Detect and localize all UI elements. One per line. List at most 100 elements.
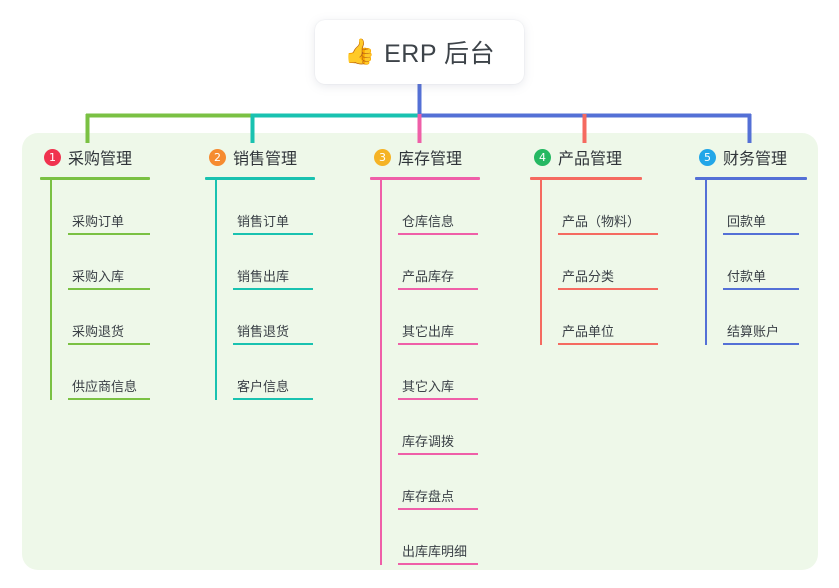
branch-header-rule — [695, 177, 807, 180]
branch-item-rule — [398, 233, 478, 235]
branch-item-rule — [68, 343, 150, 345]
branch-item[interactable]: 结算账户 — [723, 290, 807, 345]
branch-item-list: 产品（物料） 产品分类产品单位 — [530, 180, 658, 345]
branch-item-label: 仓库信息 — [402, 214, 455, 229]
branch-title: 财务管理 — [723, 151, 788, 168]
branch-item[interactable]: 销售订单 — [233, 180, 315, 235]
branch-column-3: 3 库存管理仓库信息产品库存其它出库其它入库库存调拨库存盘点出库库明细 — [370, 143, 480, 565]
branch-item-list: 仓库信息产品库存其它出库其它入库库存调拨库存盘点出库库明细 — [370, 180, 480, 565]
branch-item-rule — [68, 288, 150, 290]
branch-item-label: 产品单位 — [562, 324, 615, 339]
branch-item[interactable]: 库存盘点 — [398, 455, 480, 510]
branch-item-rule — [558, 233, 658, 235]
branch-spine — [215, 180, 217, 400]
branch-item-rule — [723, 233, 799, 235]
branch-item[interactable]: 客户信息 — [233, 345, 315, 400]
branch-item-label: 供应商信息 — [72, 379, 138, 394]
branch-item-label: 产品（物料） — [562, 214, 641, 229]
branch-spine — [50, 180, 52, 400]
branch-item-rule — [398, 288, 478, 290]
branch-header-4[interactable]: 4 产品管理 — [530, 143, 644, 171]
branch-header-2[interactable]: 2 销售管理 — [205, 143, 315, 171]
branch-item-label: 回款单 — [727, 214, 767, 229]
branch-item-rule — [233, 343, 313, 345]
branches-backdrop-panel — [22, 133, 818, 570]
branch-spine — [705, 180, 707, 345]
branch-item-rule — [233, 288, 313, 290]
branch-header-5[interactable]: 5 财务管理 — [695, 143, 807, 171]
branch-item[interactable]: 产品分类 — [558, 235, 658, 290]
branch-column-4: 4 产品管理产品（物料） 产品分类产品单位 — [530, 143, 658, 345]
branch-item[interactable]: 销售出库 — [233, 235, 315, 290]
branch-title: 库存管理 — [398, 151, 463, 168]
branch-item[interactable]: 仓库信息 — [398, 180, 480, 235]
branch-item-rule — [233, 233, 313, 235]
branch-item[interactable]: 销售退货 — [233, 290, 315, 345]
branch-item[interactable]: 采购退货 — [68, 290, 150, 345]
branch-column-1: 1 采购管理采购订单采购入库采购退货供应商信息 — [40, 143, 150, 400]
branch-title: 产品管理 — [558, 151, 623, 168]
branch-item-rule — [68, 233, 150, 235]
branch-item[interactable]: 采购入库 — [68, 235, 150, 290]
branch-item-label: 结算账户 — [727, 324, 780, 339]
branch-item-label: 其它入库 — [402, 379, 455, 394]
branch-column-2: 2 销售管理销售订单销售出库销售退货客户信息 — [205, 143, 315, 400]
branch-item-rule — [398, 343, 478, 345]
root-title: ERP 后台 — [384, 40, 496, 68]
branch-item-list: 销售订单销售出库销售退货客户信息 — [205, 180, 315, 400]
branch-item-label: 销售出库 — [237, 269, 290, 284]
branch-item[interactable]: 库存调拨 — [398, 400, 480, 455]
branch-item-label: 产品分类 — [562, 269, 615, 284]
branch-item-rule — [723, 343, 799, 345]
branch-item[interactable]: 采购订单 — [68, 180, 150, 235]
branch-item-label: 采购订单 — [72, 214, 125, 229]
branch-item-list: 回款单付款单结算账户 — [695, 180, 807, 345]
branch-item-label: 采购入库 — [72, 269, 125, 284]
branch-header-rule — [370, 177, 480, 180]
branch-spine — [540, 180, 542, 345]
branch-header-3[interactable]: 3 库存管理 — [370, 143, 480, 171]
branch-header-rule — [530, 177, 642, 180]
branch-index-badge: 2 — [209, 148, 226, 166]
branch-column-5: 5 财务管理回款单付款单结算账户 — [695, 143, 807, 345]
branch-item-label: 库存盘点 — [402, 489, 455, 504]
branch-item-rule — [398, 508, 478, 510]
branch-item[interactable]: 回款单 — [723, 180, 807, 235]
root-node[interactable]: 👍 ERP 后台 — [315, 20, 524, 84]
branch-item-label: 产品库存 — [402, 269, 455, 284]
branch-item-label: 库存调拨 — [402, 434, 455, 449]
branch-spine — [380, 180, 382, 565]
branch-item[interactable]: 其它出库 — [398, 290, 480, 345]
branch-item-rule — [558, 343, 658, 345]
branch-item-rule — [233, 398, 313, 400]
branch-item-rule — [723, 288, 799, 290]
branch-item-label: 出库库明细 — [402, 544, 468, 559]
branch-item-label: 其它出库 — [402, 324, 455, 339]
branch-item-label: 付款单 — [727, 269, 767, 284]
branch-title: 采购管理 — [68, 151, 133, 168]
branch-item-rule — [68, 398, 150, 400]
branch-header-1[interactable]: 1 采购管理 — [40, 143, 150, 171]
branch-title: 销售管理 — [233, 151, 298, 168]
branch-item-label: 客户信息 — [237, 379, 290, 394]
branch-item-list: 采购订单采购入库采购退货供应商信息 — [40, 180, 150, 400]
branch-index-badge: 3 — [374, 148, 391, 166]
branch-item-label: 采购退货 — [72, 324, 125, 339]
thumbs-up-icon: 👍 — [343, 37, 376, 66]
branch-item[interactable]: 付款单 — [723, 235, 807, 290]
branch-item[interactable]: 出库库明细 — [398, 510, 480, 565]
branch-item[interactable]: 产品库存 — [398, 235, 480, 290]
branch-item-rule — [398, 563, 478, 565]
branch-item[interactable]: 产品（物料） — [558, 180, 658, 235]
branch-header-rule — [40, 177, 150, 180]
branch-index-badge: 5 — [699, 148, 716, 166]
branch-item[interactable]: 产品单位 — [558, 290, 658, 345]
branch-index-badge: 1 — [44, 148, 61, 166]
branch-item-rule — [558, 288, 658, 290]
branch-item[interactable]: 供应商信息 — [68, 345, 150, 400]
branch-index-badge: 4 — [534, 148, 551, 166]
branch-item[interactable]: 其它入库 — [398, 345, 480, 400]
branch-item-rule — [398, 398, 478, 400]
branch-item-rule — [398, 453, 478, 455]
